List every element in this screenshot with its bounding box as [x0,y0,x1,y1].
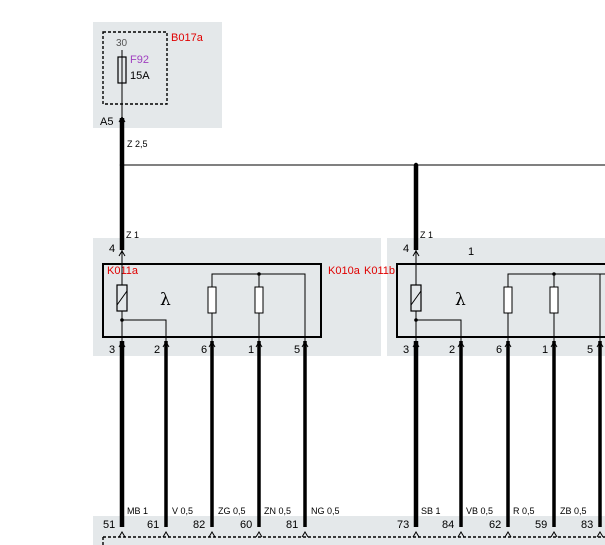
sensor-left-top-wire: Z 1 [126,230,139,240]
connector-pin-marker [457,531,465,538]
connector-pin: 82 [193,519,205,531]
sensor-left-pin: 2 [154,344,160,356]
connector-pin-marker [301,531,309,538]
sensor-right-body [396,263,605,338]
sensor-right-elem-2 [549,286,559,314]
fuse-block-outline [102,31,168,105]
sensor-left-pin: 1 [248,344,254,356]
sensor-left-ref: K011a [107,265,139,277]
wire-label: SB 1 [421,506,441,516]
connector-pin-marker [162,531,170,538]
connector-strip [93,516,605,545]
wire-label: ZG 0,5 [218,506,246,516]
sensor-left-heater-link [122,319,167,341]
sensor-left-heater-slash [116,290,128,306]
sensor-right-top-pin: 4 [403,243,409,255]
sensor-left-lambda: λ [160,290,171,310]
sensor-right-elem-1 [503,286,513,314]
wire-label: R 0,5 [513,506,535,516]
sensor-right-pin: 2 [449,344,455,356]
sensor-right-node-2 [552,272,556,276]
terminal-label: 30 [116,38,128,49]
connector-pin: 81 [286,519,298,531]
connector-pin-marker [118,531,126,538]
connector-pin-marker [208,531,216,538]
sensor-left-pin: 3 [109,344,115,356]
connector-pin: 61 [147,519,159,531]
sensor-right-pin: 1 [542,344,548,356]
supply-wire-label: Z 2,5 [127,139,148,149]
wire-label: NG 0,5 [311,506,340,516]
sensor-right-node [414,318,418,322]
connector-pin-marker [596,531,604,538]
connector-pin: 84 [442,519,454,531]
connector-pin: 62 [489,519,501,531]
sensor-right-mark: 1 [468,246,474,258]
connector-pin-marker [504,531,512,538]
sensor-left-elem-1 [207,286,217,314]
connector-pin: 83 [581,519,593,531]
sensor-left-pin: 5 [294,344,300,356]
fuse-pin: A5 [100,116,113,128]
fuse-rating: 15A [130,70,150,82]
sensor-left-node [120,318,124,322]
sensor-right-ref: K011b [364,265,395,277]
sensor-right-heater-link [416,319,462,341]
connector-pin-markers [118,531,604,538]
sensor-right-top-wire: Z 1 [420,230,433,240]
wire-label: V 0,5 [172,506,193,516]
sensor-right-lambda: λ [455,290,466,310]
sensor-right-pin: 3 [403,344,409,356]
sensor-left-area [93,238,381,356]
connector-pin-marker [255,531,263,538]
fuse-block-ref: B017a [171,32,204,44]
fuse-block-area [93,22,222,128]
connector-pin-marker [412,531,420,538]
wire-label: ZB 0,5 [560,506,587,516]
sensor-right-pin: 6 [496,344,502,356]
wire-label: ZN 0,5 [264,506,291,516]
junction-left [119,162,125,168]
sensor-left-pin: 6 [201,344,207,356]
sensor-right-elem-bus [507,273,605,341]
harness-wires [119,341,602,527]
connector-pin: 51 [103,519,115,531]
ecu-ref: K010a [328,265,361,277]
connector-pin: 59 [535,519,547,531]
connector-pin: 60 [240,519,252,531]
sensor-right-pin: 5 [587,344,593,356]
sensor-right-area [387,238,605,356]
connector-pin: 73 [397,519,409,531]
wire-label: VB 0,5 [466,506,493,516]
connector-pin-marker [550,531,558,538]
wire-label: MB 1 [127,506,148,516]
sensor-left-top-pin: 4 [109,243,115,255]
sensor-left-elem-2 [254,286,264,314]
sensor-left-node-2 [257,272,261,276]
sensor-right-heater-slash [410,290,422,306]
fuse-name: F92 [130,54,149,66]
